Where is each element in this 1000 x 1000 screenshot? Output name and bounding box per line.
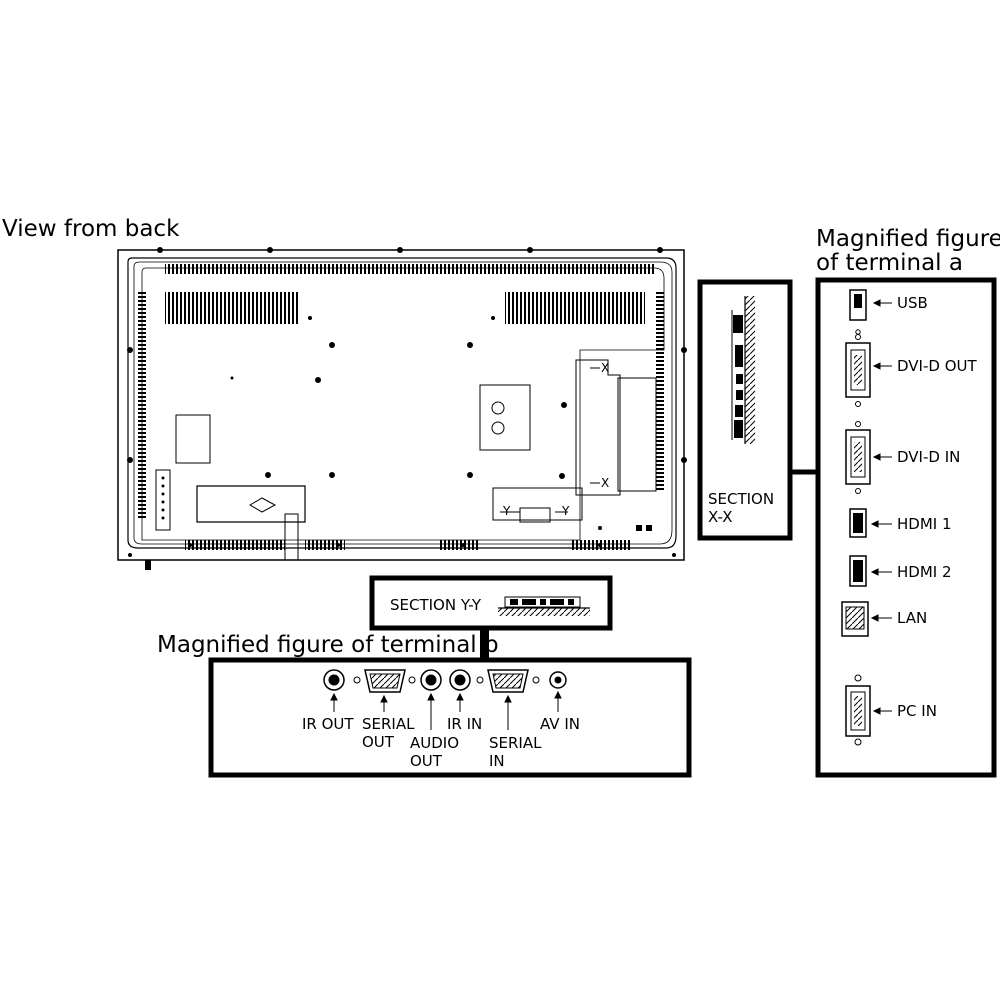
audio-jack-icon	[420, 669, 442, 691]
audio-jack-icon	[323, 669, 345, 691]
terminal-b-title: Magnified figure of terminal b	[157, 632, 499, 658]
audio-jack-icon	[449, 669, 471, 691]
hdmi-port-icon	[849, 508, 867, 538]
usb-port-icon	[849, 289, 867, 335]
port-label-ir-out: IR OUT	[302, 715, 354, 733]
terminal-a-title-line1: Magnified figure	[816, 226, 1000, 252]
section-xx-box	[697, 279, 793, 541]
terminal-a-arrows	[870, 299, 892, 715]
port-label-audio-out-line2: OUT	[410, 752, 442, 770]
port-label-serial-out-line2: OUT	[362, 733, 394, 751]
terminal-b-arrows	[330, 690, 562, 730]
port-label-ir-in: IR IN	[447, 715, 483, 733]
port-label-usb: USB	[897, 294, 928, 312]
section-xx-label-line2: X-X	[708, 508, 733, 526]
section-x-marker-top: X	[601, 361, 610, 375]
dvi-port-icon	[845, 334, 871, 407]
section-y-marker-right: Y	[562, 504, 570, 518]
serial-port-icon	[476, 669, 540, 693]
section-y-marker-left: Y	[503, 504, 511, 518]
section-markers	[500, 367, 600, 513]
lan-port-icon	[841, 601, 869, 637]
port-label-serial-in-line1: SERIAL	[489, 734, 542, 752]
terminal-b-icons	[323, 669, 567, 730]
section-x-marker-bottom: X	[601, 476, 610, 490]
port-label-lan: LAN	[897, 609, 928, 627]
port-label-hdmi2: HDMI 2	[897, 563, 952, 581]
hdmi-port-icon	[849, 555, 867, 587]
port-label-dvi-out: DVI-D OUT	[897, 357, 977, 375]
section-xx-label-line1: SECTION	[708, 490, 775, 508]
dvi-port-icon	[845, 421, 871, 494]
terminal-a-icons	[841, 289, 892, 746]
port-label-dvi-in: DVI-D IN	[897, 448, 961, 466]
port-label-audio-out-line1: AUDIO	[410, 734, 460, 752]
back-view-title: View from back	[2, 216, 180, 242]
terminal-a-title-line2: of terminal a	[816, 250, 963, 276]
port-label-av-in: AV IN	[540, 715, 580, 733]
terminal-a-box	[815, 277, 997, 778]
vga-port-icon	[845, 674, 871, 746]
section-yy-label: SECTION Y-Y	[390, 596, 482, 614]
terminal-b-box	[208, 630, 692, 778]
audio-jack-icon	[549, 671, 567, 689]
section-yy-box	[369, 575, 613, 631]
monitor-back-view	[117, 247, 687, 570]
port-label-pc-in: PC IN	[897, 702, 937, 720]
serial-port-icon	[353, 669, 416, 693]
port-label-serial-in-line2: IN	[489, 752, 505, 770]
port-label-serial-out-line1: SERIAL	[362, 715, 415, 733]
port-label-hdmi1: HDMI 1	[897, 515, 952, 533]
